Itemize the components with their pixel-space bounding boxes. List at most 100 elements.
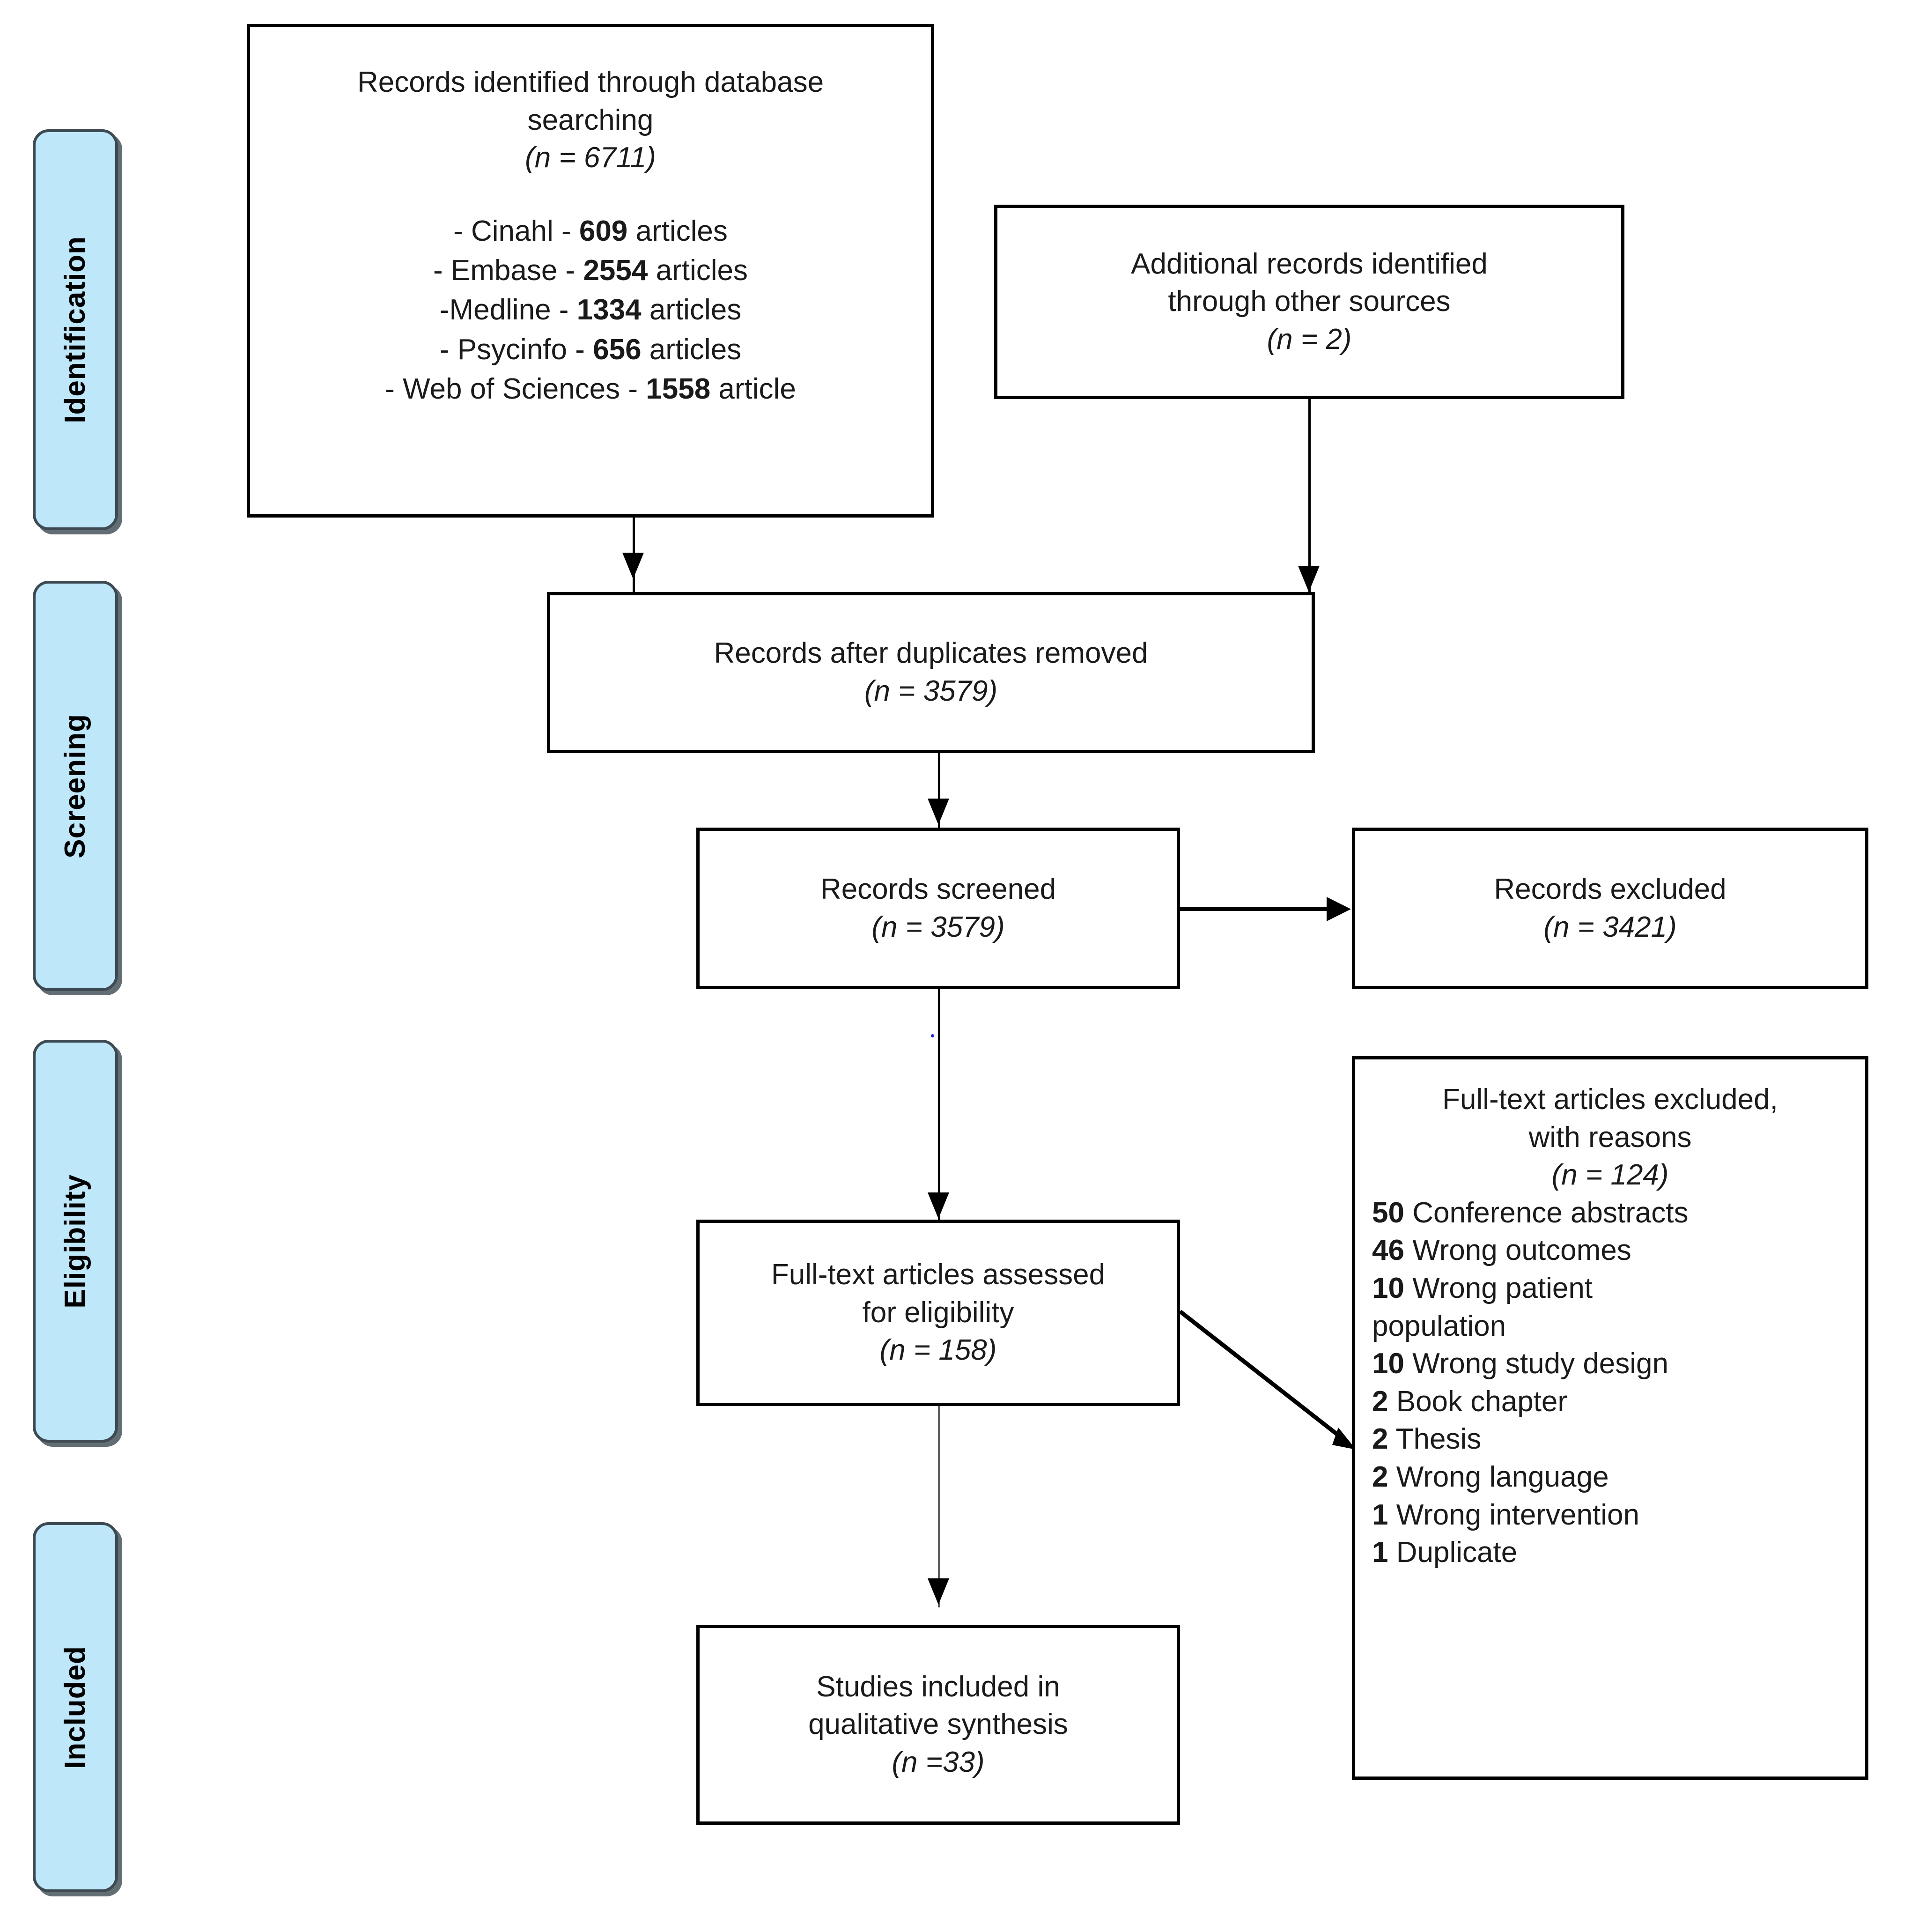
stage-pill-screening: Screening: [33, 581, 118, 991]
arrowhead-database-to-duplicates: [622, 553, 644, 579]
reason-label: Wrong study design: [1404, 1347, 1669, 1380]
arrowhead-fulltext-to-included: [928, 1578, 949, 1605]
exclusion-reason-row: 46 Wrong outcomes: [1372, 1232, 1855, 1270]
source-unit: articles: [648, 254, 748, 287]
box-fulltext-articles-excluded: Full-text articles excluded, with reason…: [1352, 1056, 1868, 1780]
reason-label: Wrong language: [1388, 1460, 1609, 1493]
arrowhead-screened-to-fulltext: [928, 1192, 949, 1219]
box-database-title-line1: Records identified through database: [357, 66, 824, 98]
source-name: Web of Sciences -: [403, 373, 646, 406]
box-fulltext-articles-assessed: Full-text articles assessed for eligibil…: [696, 1220, 1180, 1406]
database-source-row: -Medline - 1334 articles: [385, 290, 796, 330]
box-database-count: (n = 6711): [525, 141, 656, 174]
box-records-screened: Records screened (n = 3579): [696, 828, 1180, 989]
box-duplicates-count: (n = 3579): [864, 675, 998, 707]
reason-value: 1: [1372, 1536, 1388, 1569]
exclusion-reason-row: 1 Duplicate: [1372, 1534, 1855, 1572]
exclusion-reason-row: 50 Conference abstracts: [1372, 1194, 1855, 1232]
reason-value: 1: [1372, 1498, 1388, 1531]
reason-label: Thesis: [1388, 1423, 1482, 1456]
exclusion-reason-row: 1 Wrong intervention: [1372, 1496, 1855, 1534]
database-source-list: - Cinahl - 609 articles - Embase - 2554 …: [385, 212, 796, 409]
box-fulltext-assessed-title-line2: for eligibility: [862, 1296, 1014, 1329]
stray-blue-dot-artifact: [931, 1034, 934, 1037]
reason-value: 46: [1372, 1234, 1404, 1267]
database-source-row: - Cinahl - 609 articles: [385, 212, 796, 251]
box-other-sources-title-line2: through other sources: [1168, 285, 1451, 318]
box-studies-included-title-line2: qualitative synthesis: [808, 1708, 1068, 1741]
reason-label: Duplicate: [1388, 1536, 1518, 1569]
source-dash: -: [433, 254, 451, 287]
reason-label: Wrong outcomes: [1404, 1234, 1631, 1267]
connector-duplicates-to-screened: [938, 753, 940, 830]
reason-value: 10: [1372, 1272, 1404, 1304]
exclusion-reason-row: 10 Wrong study design: [1372, 1345, 1855, 1383]
connector-screened-to-fulltext: [938, 989, 940, 1223]
source-value: 1558: [646, 373, 711, 406]
arrowhead-screened-to-excluded: [1327, 897, 1351, 921]
database-source-row: - Psycinfo - 656 articles: [385, 330, 796, 370]
exclusion-reason-row: population: [1372, 1308, 1855, 1346]
reason-value: 10: [1372, 1347, 1404, 1380]
source-name: Medline -: [449, 294, 577, 326]
exclusion-reason-list: 50 Conference abstracts 46 Wrong outcome…: [1365, 1194, 1855, 1572]
box-database-title-line2: searching: [527, 104, 654, 136]
stage-label-included: Included: [59, 1645, 91, 1769]
box-other-sources-title-line1: Additional records identified: [1131, 247, 1488, 280]
box-records-screened-title: Records screened: [820, 873, 1056, 905]
source-unit: articles: [641, 294, 742, 326]
source-name: Embase -: [450, 254, 583, 287]
box-studies-included-qualitative-synthesis: Studies included in qualitative synthesi…: [696, 1625, 1180, 1825]
exclusion-reason-row: 2 Wrong language: [1372, 1458, 1855, 1496]
box-records-after-duplicates-removed: Records after duplicates removed (n = 35…: [547, 592, 1315, 753]
stage-pill-eligibility: Eligibility: [33, 1040, 118, 1443]
source-unit: articles: [627, 215, 728, 247]
database-source-row: - Embase - 2554 articles: [385, 251, 796, 290]
source-unit: articles: [641, 333, 742, 366]
box-fulltext-assessed-title-line1: Full-text articles assessed: [771, 1258, 1106, 1291]
box-fulltext-assessed-count: (n = 158): [879, 1334, 997, 1367]
arrowhead-other-sources-to-duplicates: [1298, 566, 1320, 592]
source-dash: -: [385, 373, 403, 406]
reason-value: 2: [1372, 1423, 1388, 1456]
stage-pill-included: Included: [33, 1522, 118, 1892]
source-value: 609: [579, 215, 628, 247]
connector-fulltext-to-included: [938, 1406, 940, 1607]
box-fulltext-excluded-title-line1: Full-text articles excluded,: [1442, 1083, 1778, 1116]
stage-label-screening: Screening: [59, 713, 91, 859]
database-source-row: - Web of Sciences - 1558 article: [385, 370, 796, 409]
connector-other-sources-to-duplicates: [1308, 399, 1311, 593]
reason-label: Conference abstracts: [1404, 1196, 1689, 1229]
box-duplicates-title: Records after duplicates removed: [714, 637, 1148, 670]
stage-label-identification: Identification: [59, 236, 91, 423]
reason-label: Wrong patient: [1404, 1272, 1593, 1304]
reason-value: 2: [1372, 1460, 1388, 1493]
connector-fulltext-to-excluded: [1179, 1310, 1356, 1450]
exclusion-reason-row: 2 Thesis: [1372, 1421, 1855, 1458]
reason-value: 2: [1372, 1385, 1388, 1418]
box-fulltext-excluded-title-line2: with reasons: [1528, 1121, 1692, 1154]
source-value: 1334: [576, 294, 642, 326]
box-studies-included-title-line1: Studies included in: [816, 1670, 1060, 1703]
exclusion-reason-row: 10 Wrong patient: [1372, 1270, 1855, 1308]
box-fulltext-excluded-count: (n = 124): [1551, 1159, 1669, 1192]
source-unit: article: [710, 373, 796, 406]
box-records-screened-count: (n = 3579): [871, 910, 1005, 943]
source-dash: -: [439, 333, 457, 366]
source-name: Psycinfo -: [457, 333, 593, 366]
source-name: Cinahl -: [471, 215, 579, 247]
stage-pill-identification: Identification: [33, 129, 118, 530]
source-value: 656: [593, 333, 642, 366]
box-records-excluded: Records excluded (n = 3421): [1352, 828, 1868, 989]
stage-label-eligibility: Eligibility: [59, 1174, 91, 1309]
exclusion-reason-row: 2 Book chapter: [1372, 1383, 1855, 1421]
box-records-excluded-title: Records excluded: [1494, 873, 1727, 905]
connector-screened-to-excluded: [1180, 907, 1328, 911]
arrowhead-duplicates-to-screened: [928, 799, 949, 825]
source-dash: -: [439, 294, 450, 326]
reason-value: 50: [1372, 1196, 1404, 1229]
reason-label: Book chapter: [1388, 1385, 1568, 1418]
box-records-identified-database: Records identified through database sear…: [247, 24, 934, 518]
box-records-excluded-count: (n = 3421): [1543, 910, 1677, 943]
